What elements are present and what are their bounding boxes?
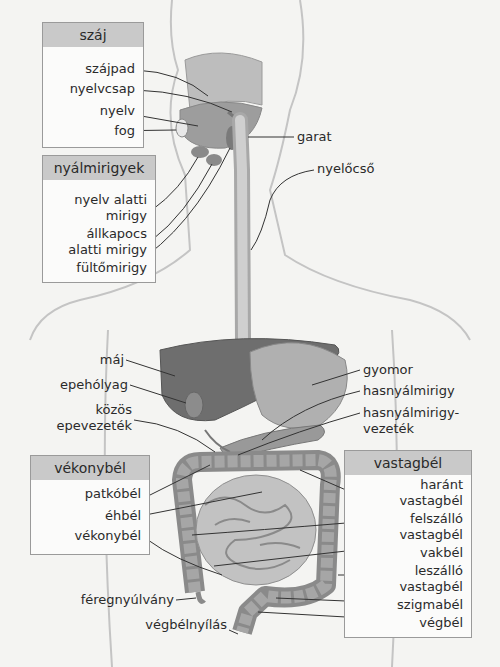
group-box: száj szájpad nyelvcsap nyelv fog (42, 22, 144, 148)
part-name: végbélnyílás (107, 617, 227, 633)
group-heading: vastagbél (345, 451, 471, 475)
part-name: gyomor (363, 362, 453, 378)
group-box: vékonybél patkóbél éhbél vékonybél (30, 455, 150, 555)
part-name: féregnyúlvány (54, 592, 174, 608)
part-name: vékonybél (39, 528, 141, 544)
part-name: garat (297, 129, 357, 145)
part-name: felszálló vastagbél (367, 511, 463, 543)
part-name: patkóbél (39, 486, 141, 502)
part-name: szájpad (51, 61, 135, 77)
part-name: fültőmirigy (51, 260, 147, 276)
part-name: leszálló vastagbél (367, 563, 463, 595)
part-name: állkapocs alatti mirigy (51, 226, 147, 258)
part-name: nyelvcsap (51, 81, 135, 97)
part-name: epehólyag (38, 377, 128, 393)
part-name: haránt vastagbél (367, 477, 463, 509)
part-name: nyelv alatti mirigy (51, 192, 147, 224)
group-box: vastagbélharánt vastagbélfelszálló vasta… (344, 450, 472, 638)
part-name: hasnyálmirigy (363, 383, 473, 399)
part-name: nyelőcső (317, 161, 397, 177)
part-name: közös epevezeték (52, 402, 132, 434)
part-name: szigmabél (353, 597, 463, 613)
group-heading: száj (43, 23, 143, 47)
group-box: nyálmirigyek nyelv alatti mirigyállkapocs… (42, 155, 156, 283)
part-name: vakbél (367, 545, 463, 561)
group-heading: nyálmirigyek (43, 156, 155, 180)
part-name: fog (51, 123, 135, 139)
part-name: végbél (353, 615, 463, 631)
part-name: éhbél (39, 508, 141, 524)
part-name: hasnyálmirigy-vezeték (363, 405, 491, 437)
part-name: máj (64, 352, 124, 368)
group-heading: vékonybél (31, 456, 149, 480)
part-name: nyelv (51, 103, 135, 119)
